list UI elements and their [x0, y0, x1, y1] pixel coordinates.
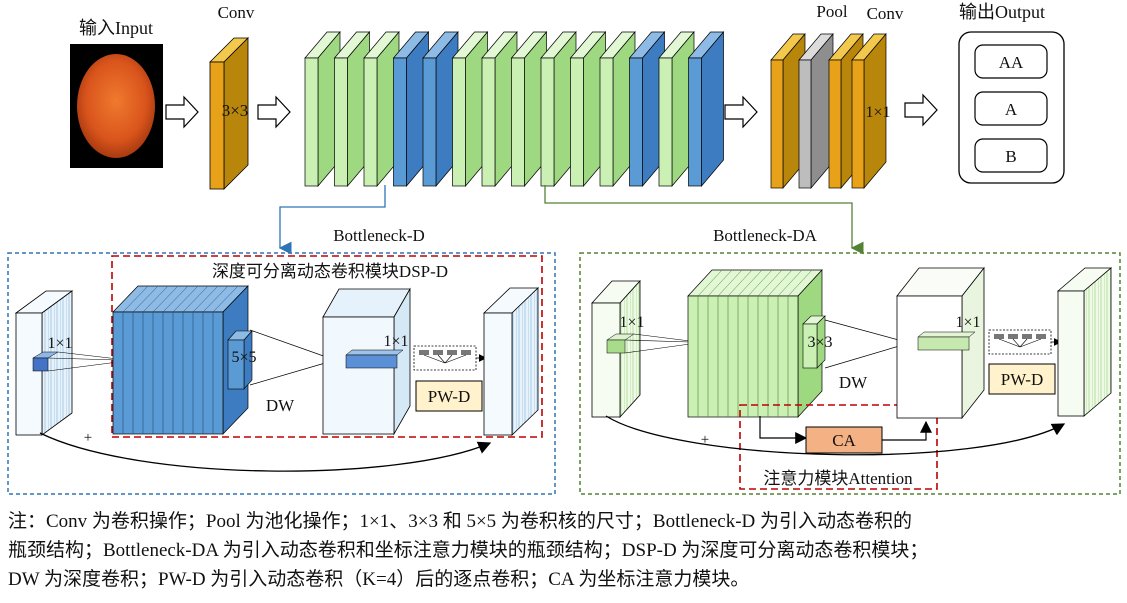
- svg-text:AA: AA: [999, 53, 1024, 72]
- d-residual-plus: +: [84, 430, 92, 446]
- conv1-kernel: 3×3: [222, 101, 249, 120]
- da-in-kernel-block: [606, 333, 635, 354]
- pool-label: Pool: [816, 2, 847, 21]
- conv1-label: Conv: [218, 3, 255, 22]
- dsp-d-title: 深度可分离动态卷积模块DSP-D: [212, 262, 448, 281]
- egg-image: [77, 54, 155, 158]
- da-input-feature: [591, 279, 641, 419]
- flow-arrow: [904, 93, 938, 127]
- caption-line-2: 瓶颈结构；Bottleneck-DA 为引入动态卷积和坐标注意力模块的瓶颈结构；…: [8, 540, 929, 561]
- da-dynamic-kernel-icon: [988, 329, 1062, 355]
- architecture-diagram: 输入Input Conv 3×3 Pool Conv 1×1 输出Output …: [7, 2, 1121, 495]
- dsp-d-frame: [111, 255, 543, 438]
- d-output-feature: [483, 287, 539, 436]
- da-in-projection: [624, 333, 691, 354]
- output-class-b: B: [974, 138, 1048, 173]
- d-pw-feature: [322, 287, 411, 436]
- conv1-layer: [209, 37, 249, 190]
- attention-title: 注意力模块Attention: [763, 469, 913, 488]
- da-output-feature: [1056, 267, 1113, 417]
- d-input-feature: [14, 290, 74, 436]
- d-in-projection: [47, 351, 119, 372]
- da-dw-kernel: 3×3: [807, 334, 832, 351]
- input-image: [70, 44, 163, 168]
- da-dw-label: DW: [839, 373, 868, 392]
- svg-text:A: A: [1005, 100, 1018, 119]
- output-class-aa: AA: [974, 44, 1048, 79]
- caption-line-3: DW 为深度卷积；PW-D 为引入动态卷积（K=4）后的逐点卷积；CA 为坐标注…: [8, 569, 750, 590]
- d-dynamic-kernel-icon: [413, 345, 487, 371]
- bottleneck-da-connector: [544, 185, 864, 255]
- da-residual-plus: +: [701, 432, 709, 448]
- bottleneck-d-panel: [7, 252, 556, 495]
- attention-frame: [739, 404, 938, 490]
- da-pw-d-label: PW-D: [1001, 370, 1044, 389]
- caption-line-1: 注：Conv 为卷积操作；Pool 为池化操作；1×1、3×3 和 5×5 为卷…: [8, 511, 913, 532]
- da-residual-arrow: [605, 415, 1066, 456]
- conv2-label: Conv: [867, 4, 904, 23]
- d-dw-kernel-block: [227, 330, 253, 390]
- da-dw-stack: [687, 269, 826, 418]
- figure-caption: 注：Conv 为卷积操作；Pool 为池化操作；1×1、3×3 和 5×5 为卷…: [8, 507, 1120, 594]
- output-class-a: A: [974, 91, 1048, 126]
- bottleneck-da-panel: [579, 252, 1121, 495]
- d-dw-label: DW: [266, 396, 295, 415]
- flow-arrow: [165, 95, 199, 129]
- d-pw-d-box: [415, 380, 483, 412]
- input-label: 输入Input: [79, 18, 153, 38]
- da-pw-kernel-block: [917, 331, 976, 351]
- bottleneck-stack: [304, 31, 725, 187]
- output-label: 输出Output: [959, 2, 1045, 22]
- d-pw-kernel: 1×1: [383, 333, 408, 350]
- ca-label: CA: [832, 431, 856, 450]
- d-pw-d-label: PW-D: [428, 387, 471, 406]
- ca-in-arrow: [759, 416, 808, 444]
- ca-box: [805, 426, 883, 454]
- bottleneck-block-blue: [687, 31, 725, 187]
- bottleneck-d-title: Bottleneck-D: [333, 226, 425, 245]
- d-dw-kernel: 5×5: [231, 349, 256, 366]
- da-pw-feature: [896, 266, 985, 420]
- head-stack: [770, 33, 887, 189]
- d-dw-projection: [249, 329, 333, 386]
- da-in-kernel: 1×1: [619, 314, 644, 331]
- da-dw-projection: [824, 319, 907, 369]
- conv2-kernel: 1×1: [865, 104, 890, 121]
- flow-arrow: [257, 95, 291, 129]
- d-dw-stack: [112, 285, 253, 435]
- da-pw-kernel: 1×1: [955, 314, 980, 331]
- pool-slab: [798, 33, 834, 189]
- d-residual-arrow: [39, 432, 492, 472]
- da-dw-block: [687, 269, 823, 418]
- svg-text:B: B: [1005, 147, 1016, 166]
- bottleneck-da-title: Bottleneck-DA: [713, 226, 818, 245]
- da-pw-d-box: [988, 363, 1056, 395]
- d-in-kernel: 1×1: [47, 335, 72, 352]
- head-conv-slab: [851, 33, 887, 189]
- d-pw-kernel-block: [345, 349, 404, 369]
- ca-out-arrow: [882, 420, 932, 441]
- bottleneck-d-connector: [278, 185, 386, 255]
- da-dw-kernel-block: [802, 315, 826, 369]
- flow-arrow: [724, 95, 758, 129]
